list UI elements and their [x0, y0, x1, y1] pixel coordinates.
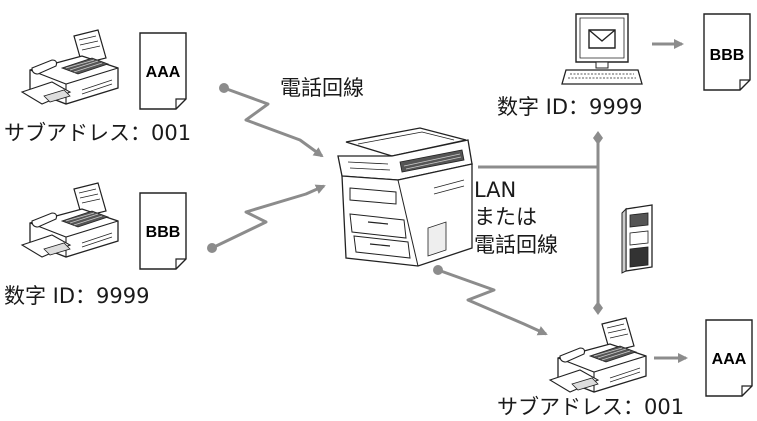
envelope-icon: [588, 29, 616, 49]
pc-recipient: [561, 13, 643, 85]
document-fax-recipient: AAA: [705, 319, 753, 397]
document-pc-recipient: BBB: [703, 13, 751, 91]
central-multifunction-device: [337, 127, 473, 267]
document-sender-bottom-label: BBB: [146, 224, 181, 241]
sender-fax-bottom: [21, 182, 119, 258]
sender-top-address-label: サブアドレス：001: [4, 121, 191, 145]
document-sender-bottom: BBB: [139, 192, 187, 270]
phone-line-top: [219, 83, 324, 158]
document-sender-top: AAA: [139, 32, 187, 110]
or-label: または: [474, 205, 537, 229]
phone-line-bottom: [207, 184, 326, 253]
server-icon: [621, 204, 653, 274]
phone-line-label-right: 電話回線: [474, 233, 558, 257]
document-sender-top-label: AAA: [146, 64, 181, 81]
network-bus: [478, 131, 603, 315]
lan-label: LAN: [474, 178, 516, 202]
document-pc-recipient-label: BBB: [710, 47, 745, 64]
phone-line-to-recipient: [433, 265, 548, 336]
fax-recipient-address-label: サブアドレス：001: [497, 395, 684, 419]
pc-recipient-id-label: 数字 ID：9999: [497, 95, 642, 119]
recipient-fax: [549, 317, 647, 393]
sender-bottom-id-label: 数字 ID：9999: [4, 284, 149, 308]
document-fax-recipient-label: AAA: [712, 351, 747, 368]
lan-or-phone-label: LAN または 電話回線: [474, 178, 558, 257]
phone-line-label: 電話回線: [280, 76, 364, 100]
sender-fax-top: [21, 29, 119, 105]
